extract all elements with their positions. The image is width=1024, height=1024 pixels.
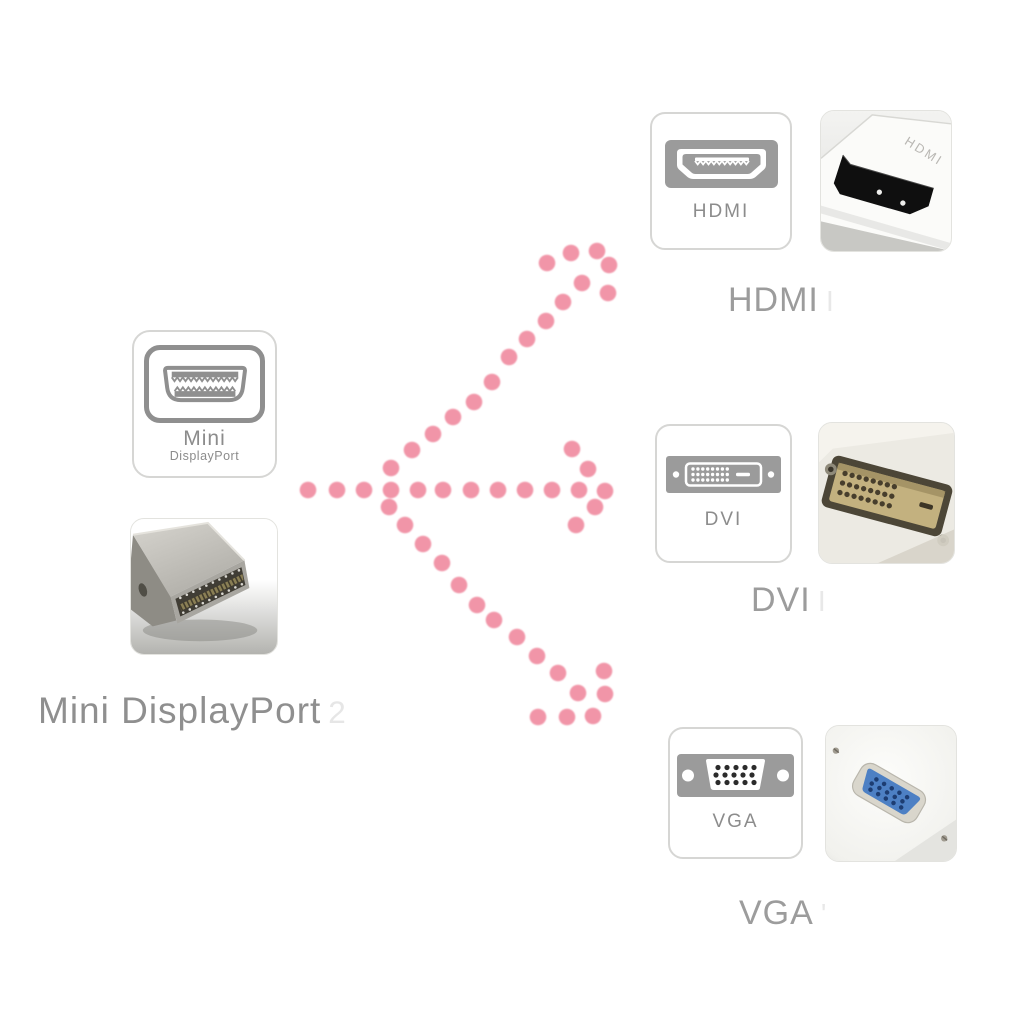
minidp-icon-label: Mini DisplayPort <box>169 427 240 464</box>
vga-caption: VGA' <box>739 894 827 933</box>
hdmi-port-art: HDMI <box>821 111 951 251</box>
minidp-label-bottom: DisplayPort <box>169 449 240 464</box>
dvi-icon-label: DVI <box>704 509 743 530</box>
minidp-icon-card: Mini DisplayPort <box>132 330 277 478</box>
arrow-arrowhead-hdmi <box>538 242 618 302</box>
arrow-trunk-horizontal <box>299 481 588 499</box>
hdmi-icon-label: HDMI <box>692 200 750 222</box>
arrow-arrowhead-vga <box>529 662 614 726</box>
minidp-connector-art <box>131 519 277 654</box>
vga-icon-card: VGA <box>668 727 803 859</box>
arrow-branch-vga <box>380 498 587 702</box>
dvi-port-art <box>819 423 954 563</box>
hdmi-icon-card: HDMI <box>650 112 792 250</box>
vga-port-photo <box>825 725 957 862</box>
arrow-arrowhead-dvi <box>563 440 614 534</box>
minidp-caption-text: Mini DisplayPort <box>38 690 322 731</box>
dvi-port-photo <box>818 422 955 564</box>
watermark-ghost: 2 <box>328 695 347 730</box>
vga-caption-text: VGA <box>739 894 814 932</box>
minidp-label-top: Mini <box>183 427 226 450</box>
hdmi-port-icon <box>664 139 778 188</box>
vga-port-art <box>826 726 956 861</box>
dvi-port-icon <box>666 456 781 493</box>
minidp-port-outline <box>144 345 265 423</box>
minidp-port-icon <box>162 365 247 403</box>
watermark-ghost: ' <box>820 899 828 931</box>
hdmi-caption-text: HDMI <box>728 281 819 319</box>
dvi-icon-card: DVI <box>655 424 792 563</box>
watermark-ghost: I <box>817 586 827 618</box>
watermark-ghost: I <box>825 286 835 318</box>
vga-port-icon <box>677 753 794 797</box>
minidp-connector-photo <box>130 518 278 655</box>
dvi-caption-text: DVI <box>751 581 811 619</box>
hdmi-port-photo: HDMI <box>820 110 952 252</box>
vga-icon-label: VGA <box>712 810 759 832</box>
arrow-branch-hdmi <box>382 274 591 477</box>
